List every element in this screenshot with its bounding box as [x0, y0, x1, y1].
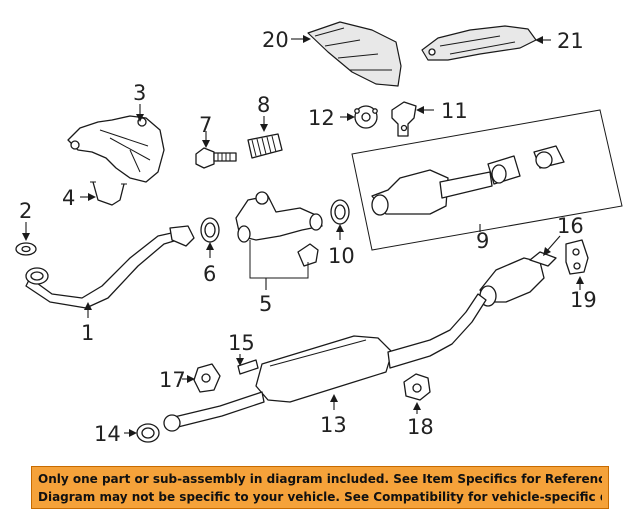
part-5-flex-pipe: 5	[235, 191, 323, 316]
callout-1: 1	[81, 321, 94, 345]
callout-18: 18	[407, 415, 434, 439]
part-21-heat-shield: 21	[421, 25, 584, 61]
part-8-spring: 8	[247, 93, 283, 159]
callout-16: 16	[557, 214, 584, 238]
callout-19: 19	[570, 288, 597, 312]
callout-13: 13	[320, 413, 347, 437]
callout-17: 17	[159, 368, 186, 392]
disclaimer-banner: Only one part or sub-assembly in diagram…	[31, 466, 609, 509]
part-16-tail-pipe: 16	[479, 214, 584, 307]
part-17-hanger: 17	[159, 363, 221, 393]
callout-7: 7	[199, 113, 212, 137]
part-12-hanger: 12	[308, 105, 378, 130]
callout-11: 11	[441, 99, 468, 123]
disclaimer-line-2: Diagram may not be specific to your vehi…	[38, 490, 602, 504]
part-4-clamp: 4	[62, 181, 127, 210]
part-9-converter-assembly: 9	[351, 109, 623, 253]
callout-2: 2	[19, 199, 32, 223]
part-6-gasket: 6	[200, 217, 220, 286]
callout-3: 3	[133, 81, 146, 105]
part-18-hanger: 18	[403, 373, 434, 439]
callout-5: 5	[259, 292, 272, 316]
part-11-bracket: 11	[391, 99, 468, 137]
part-20-heat-shield: 20	[262, 21, 402, 87]
part-10-gasket: 10	[328, 199, 355, 268]
callout-6: 6	[203, 262, 216, 286]
callout-20: 20	[262, 28, 289, 52]
part-7-bolt: 7	[195, 113, 237, 169]
disclaimer-line-1: Only one part or sub-assembly in diagram…	[38, 472, 602, 486]
part-14-gasket: 14	[94, 422, 160, 446]
callout-12: 12	[308, 106, 335, 130]
callout-15: 15	[228, 331, 255, 355]
part-19-hanger: 19	[565, 239, 597, 312]
part-2-gasket: 2	[15, 199, 37, 256]
exhaust-parts-diagram: 20 21 3 4 2 1	[15, 21, 623, 446]
callout-8: 8	[257, 93, 270, 117]
callout-21: 21	[557, 29, 584, 53]
part-15-hanger-bracket: 15	[228, 331, 259, 375]
callout-14: 14	[94, 422, 121, 446]
callout-9: 9	[476, 229, 489, 253]
part-13-center-muffler: 13	[163, 293, 487, 437]
callout-10: 10	[328, 244, 355, 268]
callout-4: 4	[62, 186, 75, 210]
part-3-bracket: 3	[67, 81, 165, 183]
part-1-front-pipe: 1	[25, 225, 195, 345]
